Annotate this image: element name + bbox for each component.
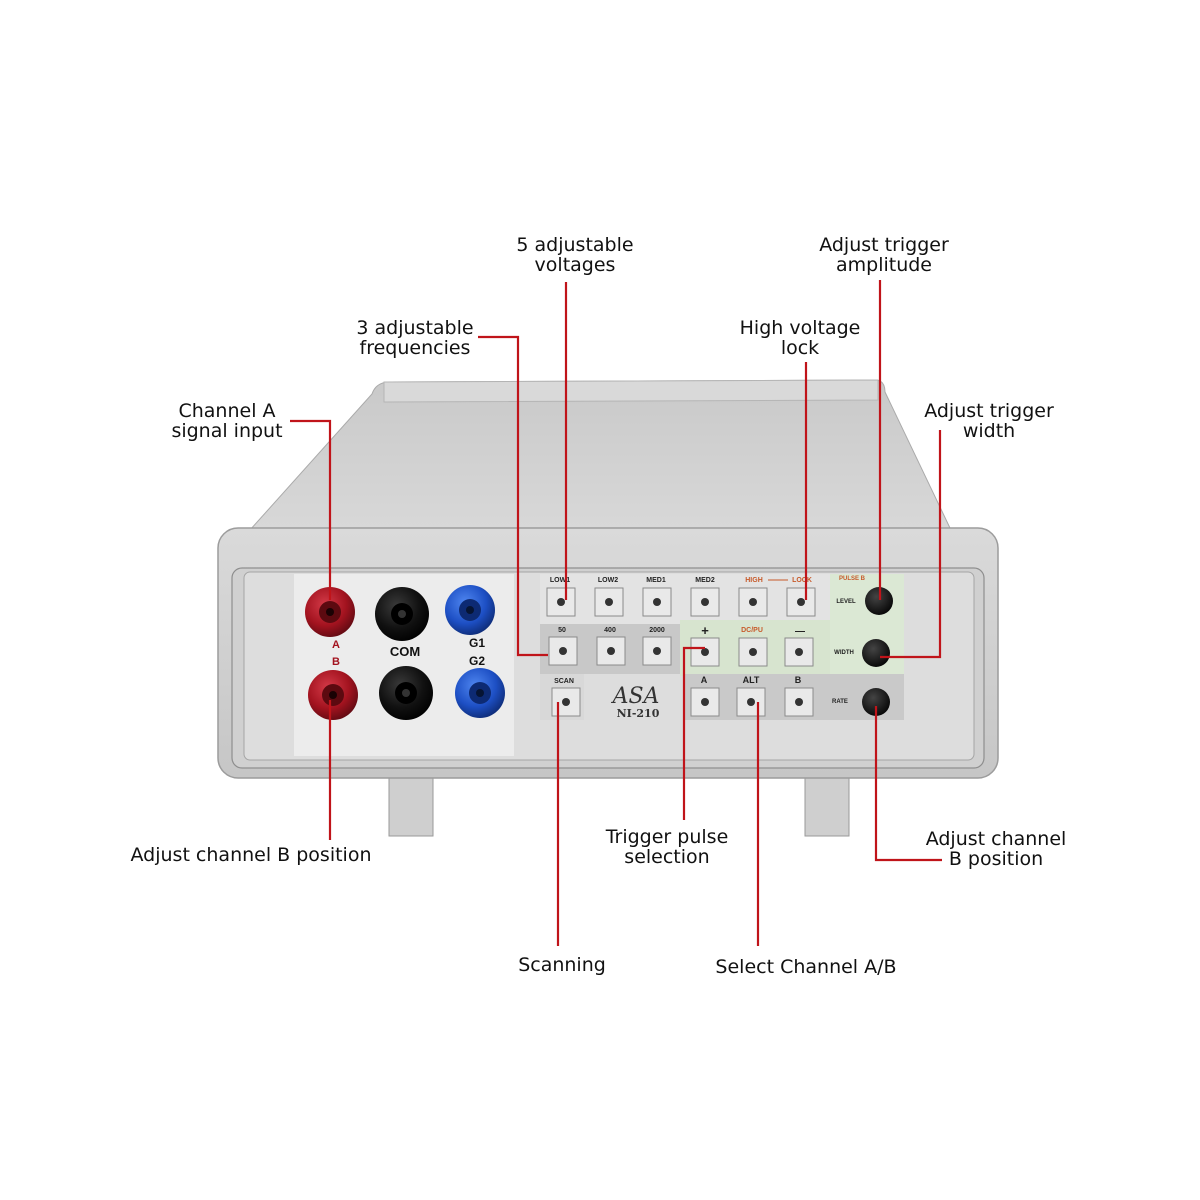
low1-label: LOW1 xyxy=(550,577,570,584)
channel-b-jack[interactable] xyxy=(308,670,358,720)
housing-back-edge xyxy=(383,379,879,403)
right-foot xyxy=(804,767,850,837)
button-freq-50[interactable] xyxy=(548,636,578,666)
callout-high-lock: High voltage lock xyxy=(739,317,861,359)
callout-select-ab: Select Channel A/B xyxy=(715,956,897,978)
leader-channel-a xyxy=(290,419,332,600)
button-channel-b[interactable] xyxy=(784,687,814,717)
freq-50-label: 50 xyxy=(558,627,566,634)
callout-three-freq: 3 adjustable frequencies xyxy=(356,317,474,359)
model-label: NI-210 xyxy=(617,707,660,720)
left-foot xyxy=(388,767,434,837)
housing-top xyxy=(248,379,951,531)
leader-trig-pulse xyxy=(682,646,705,820)
button-high[interactable] xyxy=(738,587,768,617)
jack-a-label: A xyxy=(332,639,340,651)
button-freq-400[interactable] xyxy=(596,636,626,666)
low2-label: LOW2 xyxy=(598,577,618,584)
callout-trig-amp: Adjust trigger amplitude xyxy=(819,234,949,276)
button-dcpu[interactable] xyxy=(738,637,768,667)
lock-label: LOCK xyxy=(792,577,812,584)
com-jack-top[interactable] xyxy=(375,587,429,641)
button-channel-a[interactable] xyxy=(690,687,720,717)
button-plus[interactable] xyxy=(690,637,720,667)
callout-scanning: Scanning xyxy=(518,954,606,976)
callout-chan-b-left: Adjust channel B position xyxy=(130,844,372,866)
ch-b-label: B xyxy=(795,675,802,685)
med2-label: MED2 xyxy=(695,577,715,584)
jack-b-label: B xyxy=(332,656,340,668)
width-label: WIDTH xyxy=(834,650,854,656)
button-freq-2000[interactable] xyxy=(642,636,672,666)
g1-jack[interactable] xyxy=(445,585,495,635)
button-minus[interactable] xyxy=(784,637,814,667)
leader-trig-width xyxy=(880,430,942,659)
brand-logo-text: ASA xyxy=(611,684,660,709)
button-scan[interactable] xyxy=(551,687,581,717)
freq-400-label: 400 xyxy=(604,627,616,634)
width-knob[interactable] xyxy=(862,639,890,667)
com-jack-bottom[interactable] xyxy=(379,666,433,720)
callout-chan-b-right: Adjust channel B position xyxy=(925,828,1067,870)
high-label: HIGH xyxy=(745,577,763,584)
com-label: COM xyxy=(390,644,420,659)
scan-label: SCAN xyxy=(554,678,574,685)
ch-a-label: A xyxy=(701,675,708,685)
callout-five-volt: 5 adjustable voltages xyxy=(516,234,634,276)
rate-knob[interactable] xyxy=(862,688,890,716)
control-area xyxy=(540,574,830,624)
pulse-label: PULSE B xyxy=(839,576,866,582)
button-alt[interactable] xyxy=(736,687,766,717)
level-knob[interactable] xyxy=(865,587,893,615)
button-low2[interactable] xyxy=(594,587,624,617)
button-low1[interactable] xyxy=(546,587,576,617)
leader-lines xyxy=(290,280,942,946)
minus-label: — xyxy=(795,626,805,637)
callout-trig-pulse: Trigger pulse selection xyxy=(605,826,729,868)
g1-label: G1 xyxy=(469,636,485,650)
button-med2[interactable] xyxy=(690,587,720,617)
dcpu-label: DC/PU xyxy=(741,627,763,634)
button-lock[interactable] xyxy=(786,587,816,617)
button-med1[interactable] xyxy=(642,587,672,617)
channel-a-jack[interactable] xyxy=(305,587,355,637)
leader-three-freq xyxy=(478,335,548,657)
alt-label: ALT xyxy=(743,675,760,685)
level-label: LEVEL xyxy=(836,599,856,605)
leader-chan-b-right xyxy=(874,706,942,862)
callout-trig-width: Adjust trigger width xyxy=(924,400,1054,442)
med1-label: MED1 xyxy=(646,577,666,584)
rate-label: RATE xyxy=(832,699,848,705)
g2-label: G2 xyxy=(469,654,485,668)
plus-label: + xyxy=(701,623,709,638)
g2-jack[interactable] xyxy=(455,668,505,718)
callout-channel-a: Channel A signal input xyxy=(171,400,283,442)
freq-2000-label: 2000 xyxy=(649,627,665,634)
